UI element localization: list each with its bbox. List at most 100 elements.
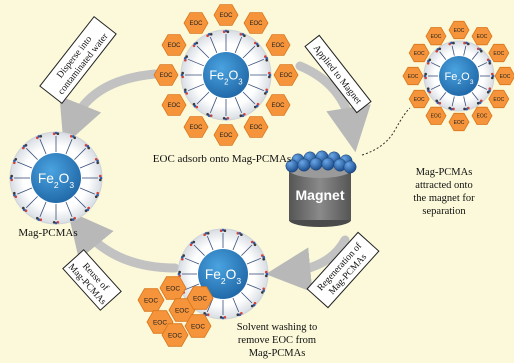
eoc-label: EOC — [414, 97, 425, 103]
molecule-atom — [467, 42, 470, 46]
particle-core — [31, 153, 81, 203]
molecule-atom — [476, 101, 480, 105]
eoc-label: EOC — [189, 125, 203, 131]
eoc-hexagon: EOC — [213, 4, 239, 26]
eoc-hexagon: EOC — [137, 288, 165, 312]
molecule-stem — [79, 161, 95, 169]
molecule-stem — [477, 84, 488, 90]
eoc-hexagon-shape — [153, 64, 179, 86]
box-reuse: Reuse of Mag-PCMAs — [62, 249, 122, 311]
molecule-stem — [74, 148, 86, 160]
molecule-stem — [209, 36, 218, 53]
molecule-stem — [241, 292, 253, 304]
eoc-hexagon: EOC — [161, 94, 187, 116]
molecule-atom — [438, 101, 442, 105]
molecule-atom — [240, 233, 243, 236]
molecule-stem — [209, 97, 218, 114]
eoc-label: EOC — [189, 21, 203, 27]
molecule-stem — [187, 58, 204, 67]
eoc-hexagon-shape — [213, 4, 239, 26]
magnet-ball — [343, 160, 357, 174]
eoc-label: EOC — [414, 51, 425, 57]
molecule-atom — [178, 270, 181, 274]
caption-solvent-line2: remove EOC from — [238, 335, 316, 346]
molecule-atom — [219, 316, 223, 319]
molecule-stem — [430, 84, 441, 90]
particle-core — [439, 56, 479, 96]
eoc-hexagon-shape — [243, 116, 269, 138]
eoc-hexagon-shape — [488, 43, 510, 63]
eoc-hexagon-shape — [488, 89, 510, 109]
eoc-label: EOC — [153, 320, 167, 327]
molecule-stem — [477, 62, 488, 68]
molecule-atom — [488, 62, 492, 65]
molecule-atom — [184, 90, 187, 94]
molecule-atom — [426, 62, 430, 65]
molecule-atom — [265, 274, 268, 278]
eoc-hexagon-shape — [448, 20, 470, 40]
molecule-stem — [184, 257, 200, 265]
molecule-stem — [26, 148, 38, 160]
molecule-atom — [236, 313, 240, 317]
eoc-hexagon: EOC — [425, 106, 447, 125]
molecule-atom — [262, 255, 266, 259]
molecule-atom — [24, 144, 28, 147]
eoc-hexagon: EOC — [471, 27, 493, 46]
eoc-label: EOC — [431, 34, 442, 40]
eoc-hexagon: EOC — [186, 286, 214, 310]
molecule-atom — [182, 254, 185, 257]
eoc-label: EOC — [477, 34, 488, 40]
molecule-atom — [253, 105, 257, 109]
molecule-stem — [196, 45, 210, 59]
eoc-label: EOC — [408, 74, 419, 80]
molecule-stem — [430, 62, 441, 68]
molecule-stem — [187, 83, 204, 92]
core-formula-label: Fe2O3 — [445, 71, 474, 86]
molecule-stem — [451, 45, 455, 56]
eoc-hexagon-shape — [471, 106, 493, 125]
eoc-hexagon: EOC — [183, 12, 209, 34]
molecule-atom — [250, 304, 254, 308]
dotted-connector — [361, 107, 411, 156]
molecule-atom — [22, 206, 25, 210]
molecule-atom — [478, 101, 482, 104]
eoc-label: EOC — [191, 324, 205, 331]
eoc-label: EOC — [167, 103, 181, 109]
caption-adsorb: EOC adsorb onto Mag-PCMAs — [153, 153, 291, 165]
molecule-atom — [262, 257, 266, 261]
molecule-atom — [262, 287, 266, 291]
caption-solvent: Solvent washing to remove EOC from Mag-P… — [237, 322, 318, 359]
eoc-hexagon: EOC — [448, 20, 470, 40]
molecule-atom — [261, 291, 264, 294]
molecule-atom — [192, 240, 196, 244]
eoc-hexagon-shape — [186, 286, 214, 310]
eoc-hexagon: EOC — [425, 27, 447, 46]
molecule-stem — [248, 83, 265, 92]
molecule-atom — [476, 47, 480, 51]
molecule-atom — [39, 135, 43, 138]
arrow-top-left — [59, 69, 160, 146]
molecule-stem — [242, 91, 256, 105]
molecule-stem — [463, 96, 467, 107]
eoc-hexagon: EOC — [265, 94, 291, 116]
molecule-atom — [37, 135, 41, 138]
molecule-stem — [246, 257, 262, 265]
molecule-atom — [491, 76, 494, 80]
eoc-hexagon: EOC — [494, 66, 514, 86]
molecule-atom — [265, 58, 269, 62]
molecule-atom — [204, 232, 208, 235]
eoc-hexagon-shape — [265, 34, 291, 56]
molecule-atom — [206, 113, 209, 116]
eoc-hexagon: EOC — [408, 89, 430, 109]
eoc-hexagon: EOC — [448, 112, 470, 132]
molecule-stem — [193, 244, 205, 256]
eoc-label: EOC — [431, 114, 442, 120]
molecule-stem — [241, 244, 253, 256]
particle-core — [198, 249, 248, 299]
molecule-stem — [232, 297, 240, 313]
eoc-hexagon-shape — [161, 94, 187, 116]
eoc-label: EOC — [175, 308, 189, 315]
caption-attracted: Mag-PCMAs attracted onto the magnet for … — [413, 167, 475, 217]
molecule-stem — [246, 283, 262, 291]
molecule-stem — [17, 187, 33, 195]
